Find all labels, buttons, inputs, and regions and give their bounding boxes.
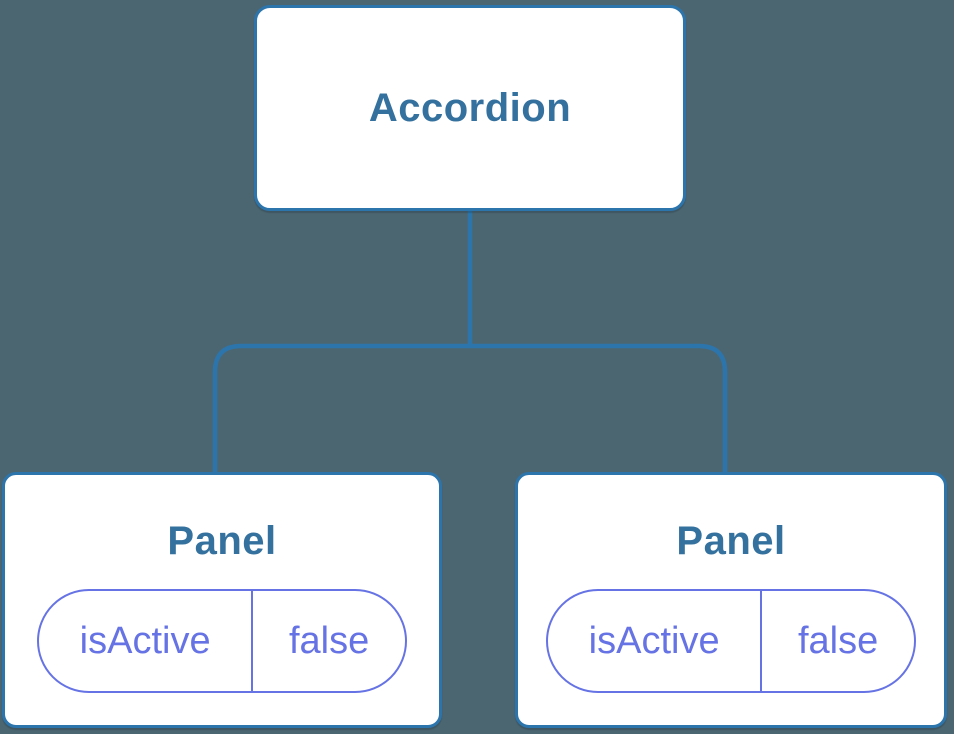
children-bracket-connector xyxy=(212,343,728,473)
accordion-node-label: Accordion xyxy=(368,85,572,130)
panel-node-1-label: Panel xyxy=(167,519,277,563)
accordion-node: Accordion xyxy=(254,5,686,211)
state-name-label: isActive xyxy=(588,619,720,662)
panel-node-2-state-pill: isActive false xyxy=(546,589,916,693)
panel-node-2-label: Panel xyxy=(676,519,786,563)
state-value-label: false xyxy=(251,591,405,691)
state-name-label: isActive xyxy=(79,619,211,662)
panel-node-1-state-pill: isActive false xyxy=(37,589,407,693)
state-value-label: false xyxy=(760,591,914,691)
panel-node-1: Panel isActive false xyxy=(2,472,442,728)
panel-node-2: Panel isActive false xyxy=(515,472,947,728)
